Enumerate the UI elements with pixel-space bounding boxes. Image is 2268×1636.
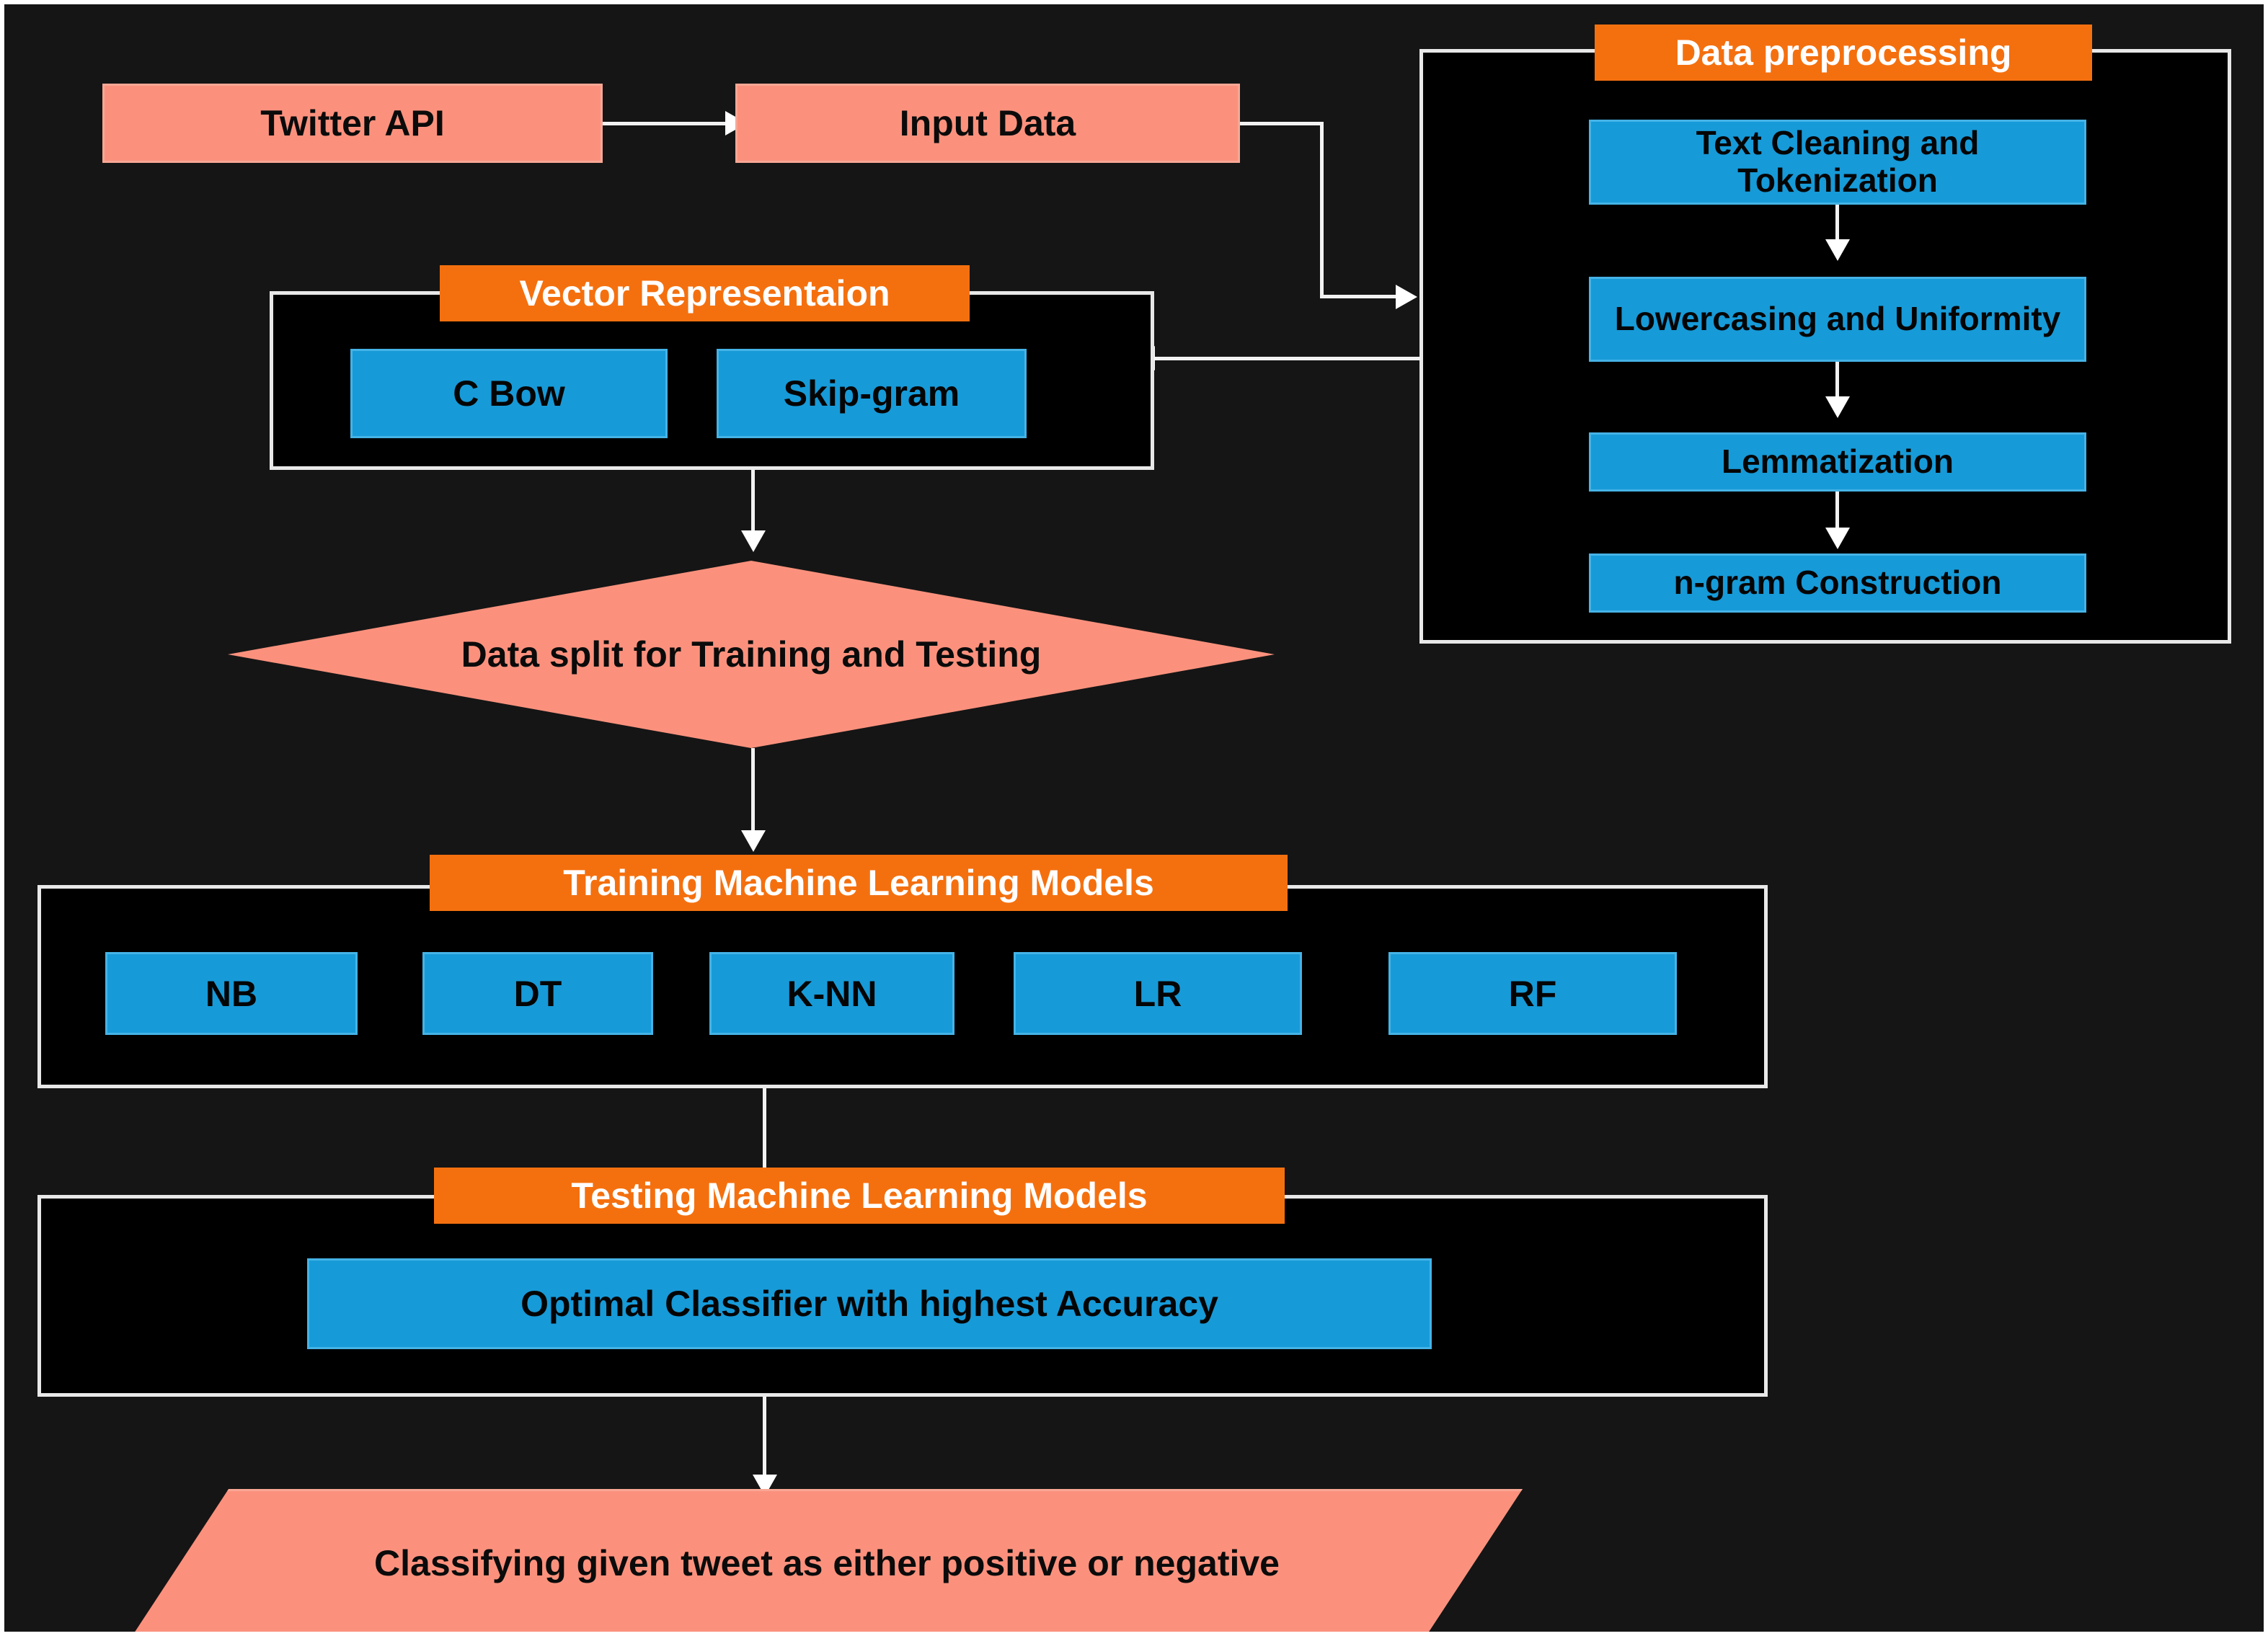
model-rf[interactable]: RF	[1388, 952, 1677, 1035]
node-final-output[interactable]: Classifying given tweet as either positi…	[131, 1489, 1523, 1632]
model-lr[interactable]: LR	[1014, 952, 1302, 1035]
model-rf-label: RF	[1508, 973, 1557, 1014]
connector-preprocess-3-4	[1835, 492, 1839, 538]
connector-preprocess-2-3	[1835, 362, 1839, 406]
step-ngram-construction[interactable]: n-gram Construction	[1589, 554, 2086, 613]
model-nb-label: NB	[205, 973, 258, 1014]
connector-split-to-training	[751, 748, 755, 842]
header-testing-models: Testing Machine Learning Models	[434, 1168, 1285, 1224]
connector-twitter-to-input	[603, 122, 740, 125]
model-dt[interactable]: DT	[422, 952, 653, 1035]
header-data-preprocessing: Data preprocessing	[1595, 25, 2092, 81]
node-optimal-classifier-label: Optimal Classifier with highest Accuracy	[521, 1284, 1218, 1324]
arrowhead-split-to-training	[741, 830, 766, 852]
header-testing-models-label: Testing Machine Learning Models	[571, 1175, 1148, 1216]
method-skipgram[interactable]: Skip-gram	[717, 349, 1027, 438]
header-vector-representation-label: Vector Representaion	[519, 273, 890, 314]
method-cbow-label: C Bow	[453, 373, 565, 414]
step-text-cleaning-tokenization-label: Text Cleaning and Tokenization	[1696, 124, 1980, 199]
model-dt-label: DT	[513, 973, 562, 1014]
node-final-output-label: Classifying given tweet as either positi…	[374, 1543, 1280, 1583]
step-lowercasing-uniformity-label: Lowercasing and Uniformity	[1614, 300, 2061, 338]
step-text-cleaning-tokenization[interactable]: Text Cleaning and Tokenization	[1589, 120, 2086, 205]
node-twitter-api[interactable]: Twitter API	[102, 84, 603, 163]
connector-preprocess-to-vector	[1154, 357, 1421, 360]
step-lemmatization-label: Lemmatization	[1721, 443, 1954, 481]
step-lemmatization[interactable]: Lemmatization	[1589, 432, 2086, 492]
method-skipgram-label: Skip-gram	[783, 373, 960, 414]
node-input-data[interactable]: Input Data	[735, 84, 1240, 163]
arrowhead-input-to-preprocess	[1396, 285, 1417, 309]
header-training-models: Training Machine Learning Models	[430, 855, 1288, 911]
model-knn[interactable]: K-NN	[709, 952, 954, 1035]
connector-training-to-testing	[763, 1088, 766, 1182]
connector-vector-to-split	[751, 470, 755, 542]
method-cbow[interactable]: C Bow	[350, 349, 668, 438]
connector-input-to-preprocess-seg1	[1240, 122, 1324, 125]
node-data-split-label: Data split for Training and Testing	[461, 634, 1042, 675]
connector-input-to-preprocess-seg2	[1320, 122, 1324, 297]
arrowhead-vector-to-split	[741, 530, 766, 552]
connector-input-to-preprocess-seg3	[1320, 295, 1414, 298]
header-vector-representation: Vector Representaion	[440, 265, 970, 321]
connector-preprocess-1-2	[1835, 205, 1839, 249]
arrowhead-preprocess-2-3	[1825, 396, 1850, 418]
node-twitter-api-label: Twitter API	[260, 103, 445, 143]
header-data-preprocessing-label: Data preprocessing	[1675, 32, 2012, 73]
step-lowercasing-uniformity[interactable]: Lowercasing and Uniformity	[1589, 277, 2086, 362]
node-optimal-classifier[interactable]: Optimal Classifier with highest Accuracy	[307, 1258, 1432, 1349]
step-ngram-construction-label: n-gram Construction	[1673, 564, 2002, 602]
arrowhead-preprocess-3-4	[1825, 528, 1850, 549]
arrowhead-preprocess-1-2	[1825, 239, 1850, 261]
model-lr-label: LR	[1133, 973, 1182, 1014]
node-input-data-label: Input Data	[899, 103, 1076, 143]
connector-testing-to-output	[763, 1397, 766, 1490]
header-training-models-label: Training Machine Learning Models	[563, 863, 1154, 903]
model-knn-label: K-NN	[787, 973, 877, 1014]
model-nb[interactable]: NB	[105, 952, 358, 1035]
node-data-split[interactable]: Data split for Training and Testing	[228, 561, 1275, 748]
